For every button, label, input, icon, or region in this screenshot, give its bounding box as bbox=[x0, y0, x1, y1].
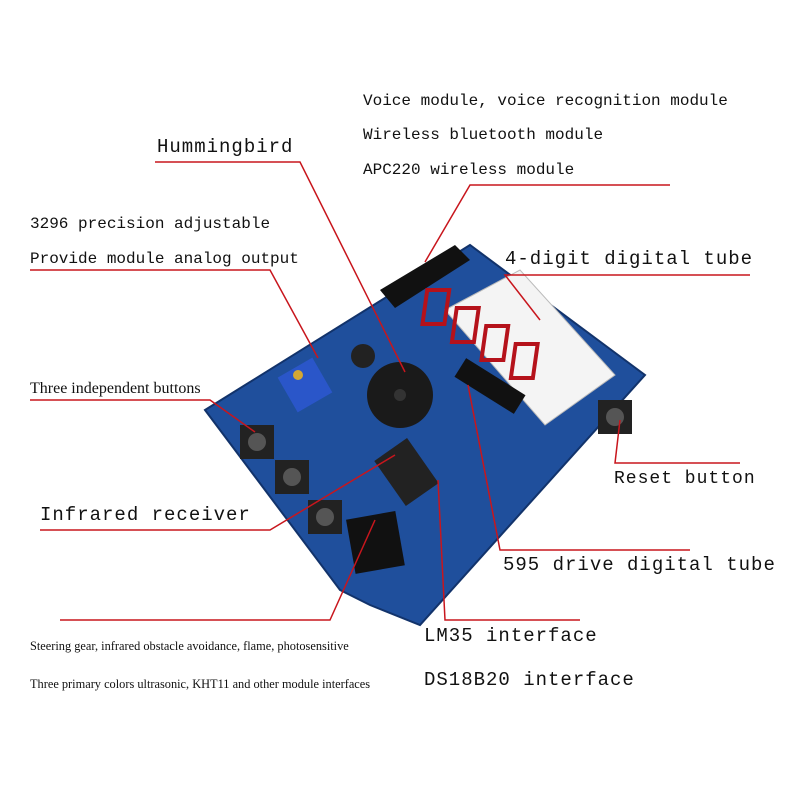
label-buttons: Three independent buttons bbox=[30, 380, 201, 397]
capacitor bbox=[351, 344, 375, 368]
label-digit-tube: 4-digit digital tube bbox=[505, 248, 754, 270]
digit-segments bbox=[420, 288, 540, 380]
label-precision: 3296 precision adjustable bbox=[30, 215, 271, 233]
label-595-drive: 595 drive digital tube bbox=[503, 554, 776, 576]
potentiometer bbox=[277, 357, 333, 413]
label-apc220-module: APC220 wireless module bbox=[363, 161, 575, 179]
ir-header bbox=[374, 438, 439, 507]
label-voice-module: Voice module, voice recognition module bbox=[363, 92, 728, 110]
label-primary-colors: Three primary colors ultrasonic, KHT11 a… bbox=[30, 676, 371, 691]
label-bluetooth-module: Wireless bluetooth module bbox=[363, 126, 604, 144]
label-steering-gear: Steering gear, infrared obstacle avoidan… bbox=[30, 638, 349, 653]
label-hummingbird: Hummingbird bbox=[157, 136, 294, 158]
label-lm35: LM35 interface bbox=[424, 625, 598, 647]
annotation-lines bbox=[30, 161, 750, 621]
buzzer-hole bbox=[394, 389, 406, 401]
button-caps bbox=[248, 408, 624, 526]
label-infrared-receiver: Infrared receiver bbox=[40, 504, 251, 526]
label-analog-output: Provide module analog output bbox=[30, 250, 299, 268]
label-ds18b20: DS18B20 interface bbox=[424, 669, 635, 691]
sensor-header bbox=[346, 511, 405, 574]
pot-screw bbox=[293, 370, 303, 380]
chip-595 bbox=[454, 358, 526, 414]
apc220-header bbox=[380, 245, 470, 308]
label-reset-button: Reset button bbox=[614, 469, 756, 489]
